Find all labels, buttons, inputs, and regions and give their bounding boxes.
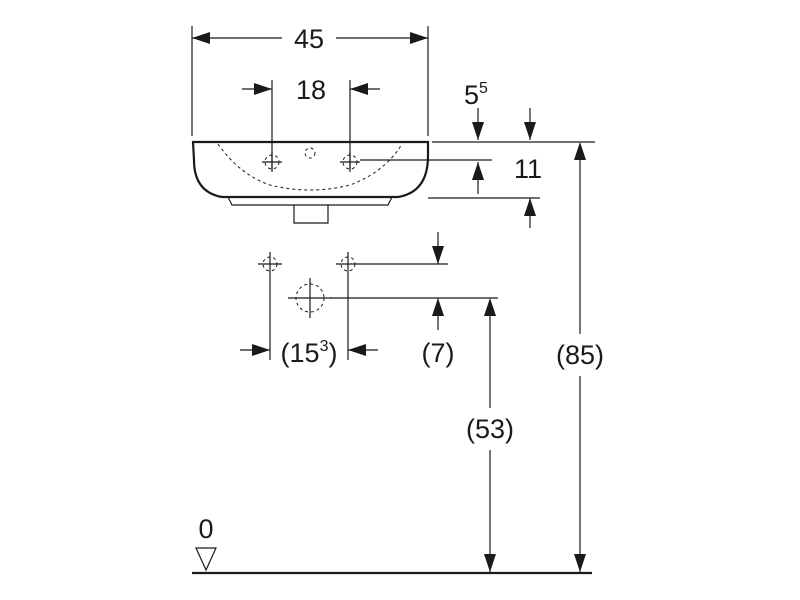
basin-outline [191,140,430,199]
arrowhead [484,298,496,316]
waste-outlet [293,205,329,224]
arrowhead [524,198,536,216]
arrowhead [524,122,536,140]
rim-height-dimension: (85) [556,142,604,572]
rim-height-label: (85) [556,340,604,370]
floor-level: 0 [192,514,592,575]
overflow-hole [304,147,316,159]
rim-offset-label: 55 [464,80,488,110]
supply-spacing-dimension: (153) [240,276,378,368]
arrowhead [574,554,586,572]
arrowhead [348,344,366,356]
floor-level-label: 0 [198,514,213,544]
tap-hole-left [262,152,282,172]
arrowhead [574,142,586,160]
overall-width-label: 45 [294,24,324,54]
arrowhead [472,162,484,180]
tap-spacing-label: 18 [296,75,326,105]
bowl-inner-hidden [217,143,403,191]
arrowhead [254,83,272,95]
level-marker-icon [195,547,217,572]
arrowhead [410,32,428,44]
washbasin [191,140,430,224]
rim-offset-dimension: 55 [464,80,536,140]
waste-connection [288,278,498,330]
arrowhead [432,298,444,316]
bowl-height-dimension: 11 [360,154,542,194]
supply-right [336,252,360,276]
arrowhead [432,246,444,264]
bowl-height-label: 11 [514,154,542,184]
arrowhead [472,122,484,140]
arrowhead [350,83,368,95]
arrowhead [484,554,496,572]
waste-height-label: (53) [466,414,514,444]
basin-foot [227,196,393,206]
arrowhead [252,344,270,356]
arrowhead [192,32,210,44]
supply-spacing-label: (153) [281,338,338,368]
tap-hole-spacing-dimension: 18 [242,75,380,170]
tap-hole-right [340,152,360,172]
waste-height-dimension: (53) [466,298,514,572]
supply-offset-label: (7) [422,338,455,368]
supply-left [258,252,282,276]
width-dimension: 45 [191,24,429,136]
supply-connections [258,232,448,276]
